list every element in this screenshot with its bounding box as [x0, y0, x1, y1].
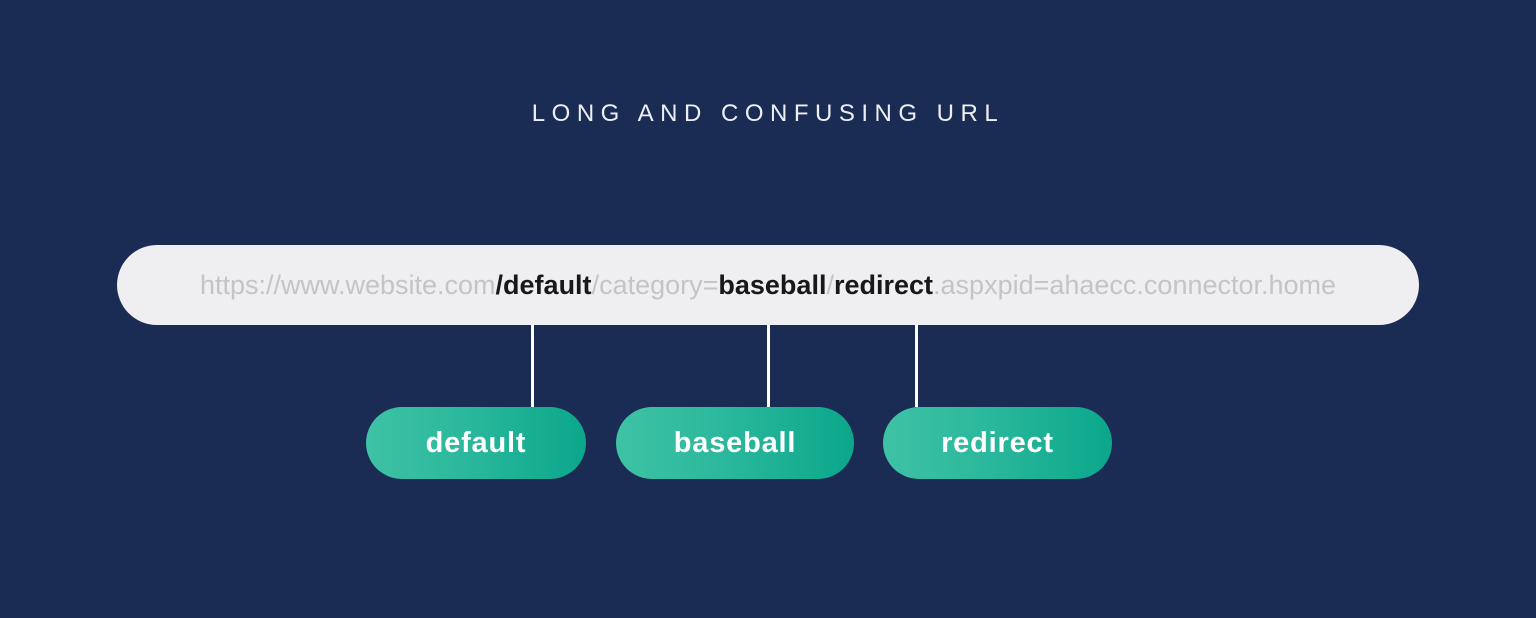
pill-default: default: [366, 407, 586, 479]
url-segment-redirect: redirect: [833, 269, 934, 300]
pill-baseball: baseball: [616, 407, 854, 479]
pill-redirect: redirect: [883, 407, 1112, 479]
diagram-title: LONG AND CONFUSING URL: [531, 100, 1005, 127]
connector-line-redirect: [915, 325, 918, 407]
connector-line-default: [531, 325, 534, 407]
connector-line-baseball: [767, 325, 770, 407]
pill-baseball-label: baseball: [673, 426, 797, 459]
url-segment-query-tail: .aspxpid=ahaecc.connector.home: [933, 269, 1337, 300]
url-segment-baseball: baseball: [718, 269, 827, 300]
url-segment-category-param: /category=: [591, 269, 719, 300]
pill-default-label: default: [425, 426, 527, 459]
url-bar: https://www.website.com/default/category…: [117, 245, 1419, 325]
url-segment-protocol-domain: https://www.website.com: [199, 269, 496, 300]
pill-redirect-label: redirect: [941, 426, 1054, 459]
url-segment-default: /default: [495, 269, 592, 300]
url-segment-slash: /: [826, 269, 834, 300]
